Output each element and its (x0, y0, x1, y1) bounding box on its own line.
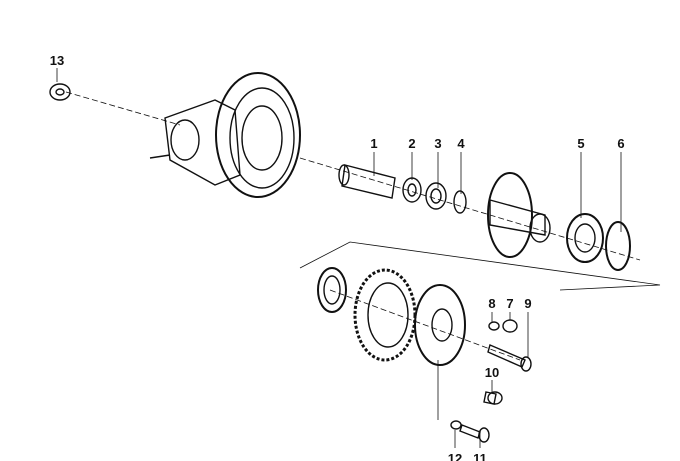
gasket (353, 268, 417, 362)
callout-12: 12 (447, 451, 463, 461)
ring-6 (605, 221, 631, 271)
nut-13 (49, 83, 71, 101)
callout-5: 5 (577, 136, 585, 151)
ring-4 (453, 190, 467, 214)
bolt-10 (483, 391, 503, 405)
bolt-9 (487, 344, 532, 372)
callout-11: 11 (473, 451, 487, 461)
callout-9: 9 (524, 296, 532, 311)
seal (317, 267, 347, 313)
callout-lines (56, 68, 661, 448)
axis-lines (65, 91, 641, 361)
callout-7: 7 (506, 296, 514, 311)
callout-2: 2 (408, 136, 416, 151)
bearing-5 (566, 213, 604, 263)
callout-10: 10 (484, 365, 500, 380)
nut-7 (502, 319, 518, 333)
callout-13: 13 (49, 53, 65, 68)
callout-1: 1 (370, 136, 378, 151)
cover-flange (414, 284, 466, 366)
pinion-gear (487, 172, 551, 258)
callout-3: 3 (434, 136, 442, 151)
bearing-3 (425, 182, 447, 210)
nut-8 (488, 321, 500, 331)
bearing-2 (402, 177, 422, 203)
housing (149, 72, 301, 198)
spacer-1 (338, 164, 396, 199)
callout-6: 6 (617, 136, 625, 151)
washer-12 (450, 420, 462, 430)
callout-8: 8 (488, 296, 496, 311)
bolt-11 (459, 424, 490, 443)
callout-4: 4 (457, 136, 465, 151)
